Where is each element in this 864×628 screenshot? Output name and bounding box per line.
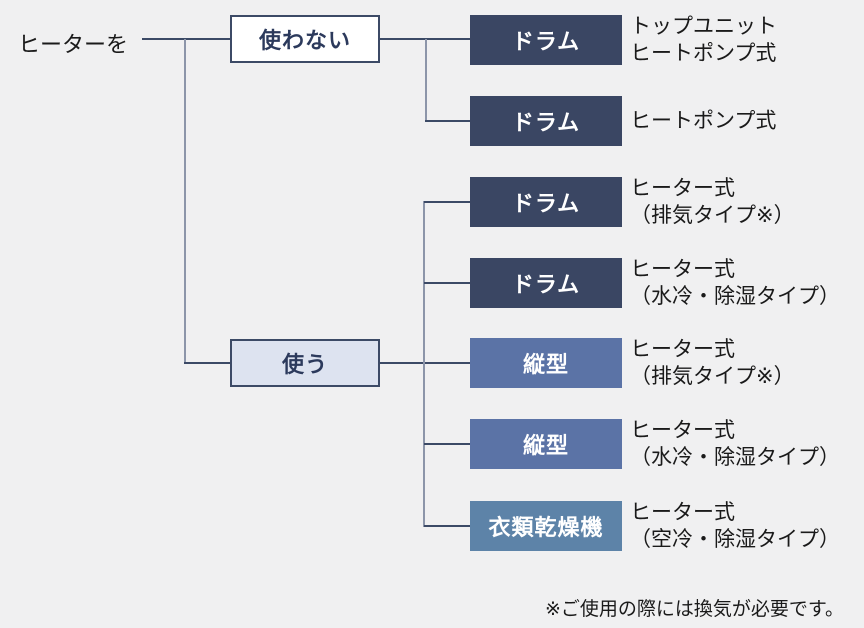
connector-line (184, 362, 230, 364)
machine-type-label: ヒーター式 （排気タイプ※） (630, 175, 795, 229)
label-line: ヒーター式 (630, 337, 735, 361)
connector-line (184, 39, 186, 363)
label-line: （水冷・除湿タイプ） (630, 284, 840, 308)
connector-line (424, 443, 470, 445)
connector-line (380, 362, 470, 364)
machine-type-label: ヒーター式 （水冷・除湿タイプ） (630, 417, 840, 471)
machine-type-box: 縦型 (470, 419, 622, 469)
label-line: ヒートポンプ式 (630, 108, 777, 133)
machine-type-box: 縦型 (470, 338, 622, 388)
root-label: ヒーターを (18, 33, 129, 58)
connector-line (424, 201, 470, 203)
machine-type-label: ヒートポンプ式 (630, 108, 776, 135)
machine-type-label: ヒーター式 （排気タイプ※） (630, 336, 795, 390)
machine-type-box: ドラム (470, 96, 622, 146)
label-line: （排気タイプ※） (630, 364, 795, 388)
machine-type-label: トップユニット ヒートポンプ式 (630, 13, 777, 67)
machine-type-box: ドラム (470, 258, 622, 308)
label-line: ヒートポンプ式 (630, 41, 777, 65)
connector-line (425, 120, 470, 122)
label-line: （空冷・除湿タイプ） (630, 527, 840, 551)
footnote: ※ご使用の際には換気が必要です。 (544, 598, 844, 620)
connector-line (424, 282, 470, 284)
label-line: ヒーター式 (630, 418, 735, 442)
decision-not-use: 使わない (230, 15, 380, 63)
decision-use: 使う (230, 339, 380, 387)
machine-type-label: ヒーター式 （空冷・除湿タイプ） (630, 499, 840, 553)
label-line: （水冷・除湿タイプ） (630, 445, 840, 469)
machine-type-box: ドラム (470, 177, 622, 227)
label-line: トップユニット (630, 14, 777, 38)
label-line: ヒーター式 (630, 176, 735, 200)
machine-type-box: 衣類乾燥機 (470, 501, 622, 551)
machine-type-label: ヒーター式 （水冷・除湿タイプ） (630, 256, 840, 310)
connector-line (424, 525, 470, 527)
label-line: （排気タイプ※） (630, 203, 795, 227)
label-line: ヒーター式 (630, 500, 735, 524)
connector-line (425, 39, 427, 121)
connector-line (142, 38, 230, 40)
label-line: ヒーター式 (630, 257, 735, 281)
connector-line (423, 201, 425, 527)
machine-type-box: ドラム (470, 15, 622, 65)
